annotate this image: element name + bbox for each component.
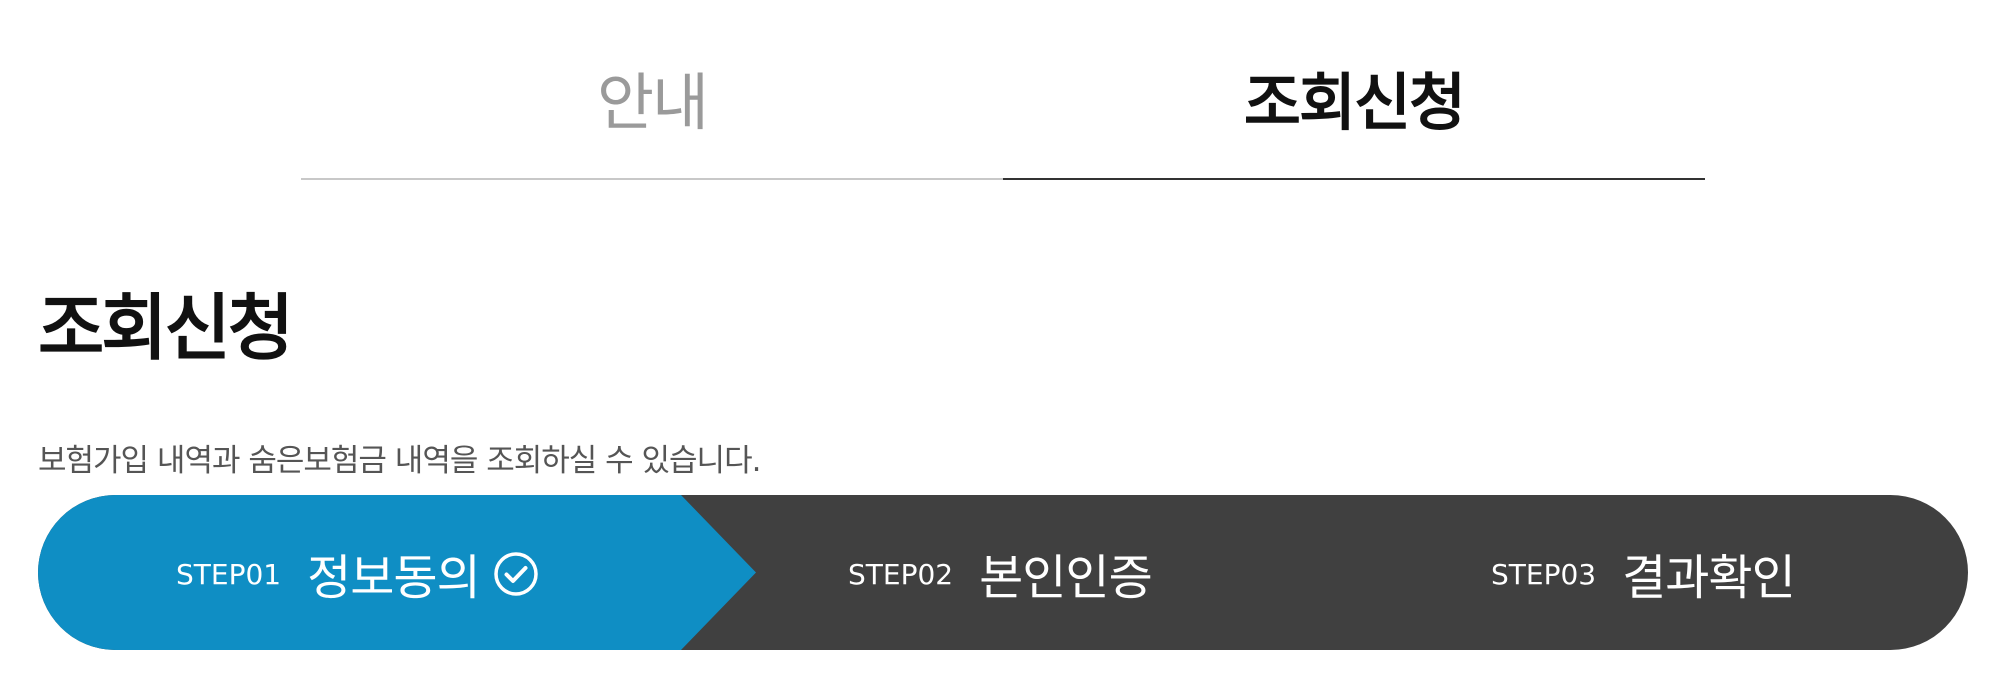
active-step-highlight	[38, 495, 756, 650]
step-3-number: STEP03	[1491, 558, 1597, 591]
tab-inquiry-request[interactable]: 조회신청	[1003, 0, 1705, 180]
step-progress-bar: STEP01 정보동의 STEP02 본인인증 STEP03 결과확인	[38, 495, 1968, 650]
step-1-number: STEP01	[176, 558, 282, 591]
tab-info[interactable]: 안내	[301, 0, 1003, 180]
step-1-label: 정보동의	[307, 549, 481, 606]
step-1: STEP01 정보동의	[176, 495, 540, 650]
tab-inquiry-request-label: 조회신청	[1243, 66, 1466, 139]
step-2-label: 본인인증	[979, 549, 1153, 606]
check-circle-icon	[492, 550, 540, 598]
step-2-number: STEP02	[848, 558, 954, 591]
tab-info-label: 안내	[596, 66, 709, 139]
step-2: STEP02 본인인증	[848, 495, 1153, 650]
page-description: 보험가입 내역과 숨은보험금 내역을 조회하실 수 있습니다.	[38, 443, 761, 479]
page-title: 조회신청	[38, 286, 294, 370]
tab-bar: 안내 조회신청	[301, 0, 1705, 180]
step-3-label: 결과확인	[1622, 549, 1796, 606]
step-3: STEP03 결과확인	[1491, 495, 1796, 650]
